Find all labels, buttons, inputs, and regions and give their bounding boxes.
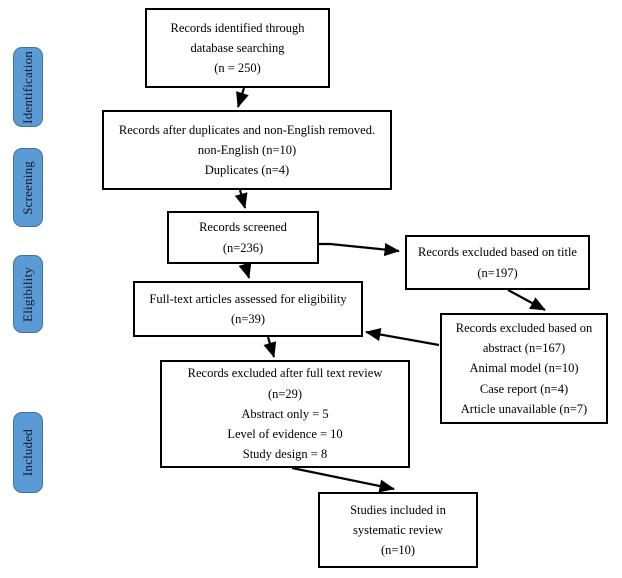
box-line: Records excluded based on: [455, 320, 593, 335]
box-studies-included: Studies included in systematic review (n…: [318, 492, 478, 568]
arrow-excluded-abstract-to-full-text: [365, 328, 440, 347]
box-line: database searching: [190, 40, 285, 55]
box-records-identified: Records identified through database sear…: [145, 8, 330, 88]
box-line: (n=29): [267, 386, 303, 401]
stage-tab-label: Identification: [20, 50, 35, 124]
box-records-excluded-title: Records excluded based on title (n=197): [405, 235, 590, 290]
box-line: Records excluded after full text review: [187, 366, 383, 381]
arrow-after-duplicates-to-screened: [234, 189, 248, 209]
stage-tab-eligibility[interactable]: Eligibility: [13, 255, 43, 333]
arrow-identified-to-after-duplicates: [236, 87, 249, 108]
stage-tab-screening[interactable]: Screening: [13, 148, 43, 227]
box-line: Studies included in: [350, 502, 446, 517]
arrow-excluded-full-text-to-included: [291, 466, 395, 493]
box-line: abstract (n=167): [482, 341, 566, 356]
stage-tab-included[interactable]: Included: [13, 412, 43, 493]
box-line: (n = 250): [214, 61, 261, 76]
box-line: Level of evidence = 10: [227, 427, 343, 442]
box-line: Duplicates (n=4): [204, 163, 290, 178]
box-line: Study design = 8: [242, 447, 328, 462]
box-line: Full-text articles assessed for eligibil…: [149, 291, 347, 306]
box-line: Records identified through: [170, 20, 305, 35]
box-line: Records after duplicates and non-English…: [118, 122, 376, 137]
box-line: (n=236): [222, 240, 264, 255]
box-line: Case report (n=4): [479, 381, 569, 396]
box-line: Animal model (n=10): [469, 361, 579, 376]
arrow-full-text-to-excluded-full-text: [263, 336, 277, 358]
box-records-excluded-full-text: Records excluded after full text review …: [160, 360, 410, 468]
box-line: (n=10): [380, 543, 416, 558]
box-line: systematic review: [353, 522, 443, 537]
box-records-after-duplicates: Records after duplicates and non-English…: [102, 110, 392, 190]
box-full-text-assessed: Full-text articles assessed for eligibil…: [133, 281, 363, 337]
box-line: non-English (n=10): [197, 142, 297, 157]
stage-tab-label: Screening: [20, 160, 35, 215]
stage-tab-label: Included: [20, 428, 35, 477]
arrow-excluded-title-to-excluded-abstract: [507, 289, 546, 311]
box-line: Records screened: [199, 220, 287, 235]
box-records-excluded-abstract: Records excluded based on abstract (n=16…: [440, 313, 608, 424]
box-line: Records excluded based on title: [418, 245, 577, 260]
stage-tab-label: Eligibility: [20, 266, 35, 322]
arrow-screened-to-excluded-title: [319, 242, 400, 257]
box-line: (n=39): [230, 312, 266, 326]
box-records-screened: Records screened (n=236): [167, 211, 319, 264]
stage-tab-identification[interactable]: Identification: [13, 47, 43, 127]
arrow-screened-to-full-text: [238, 262, 252, 279]
box-line: (n=197): [477, 265, 518, 280]
box-line: Abstract only = 5: [241, 406, 329, 421]
box-line: Article unavailable (n=7): [460, 401, 588, 416]
